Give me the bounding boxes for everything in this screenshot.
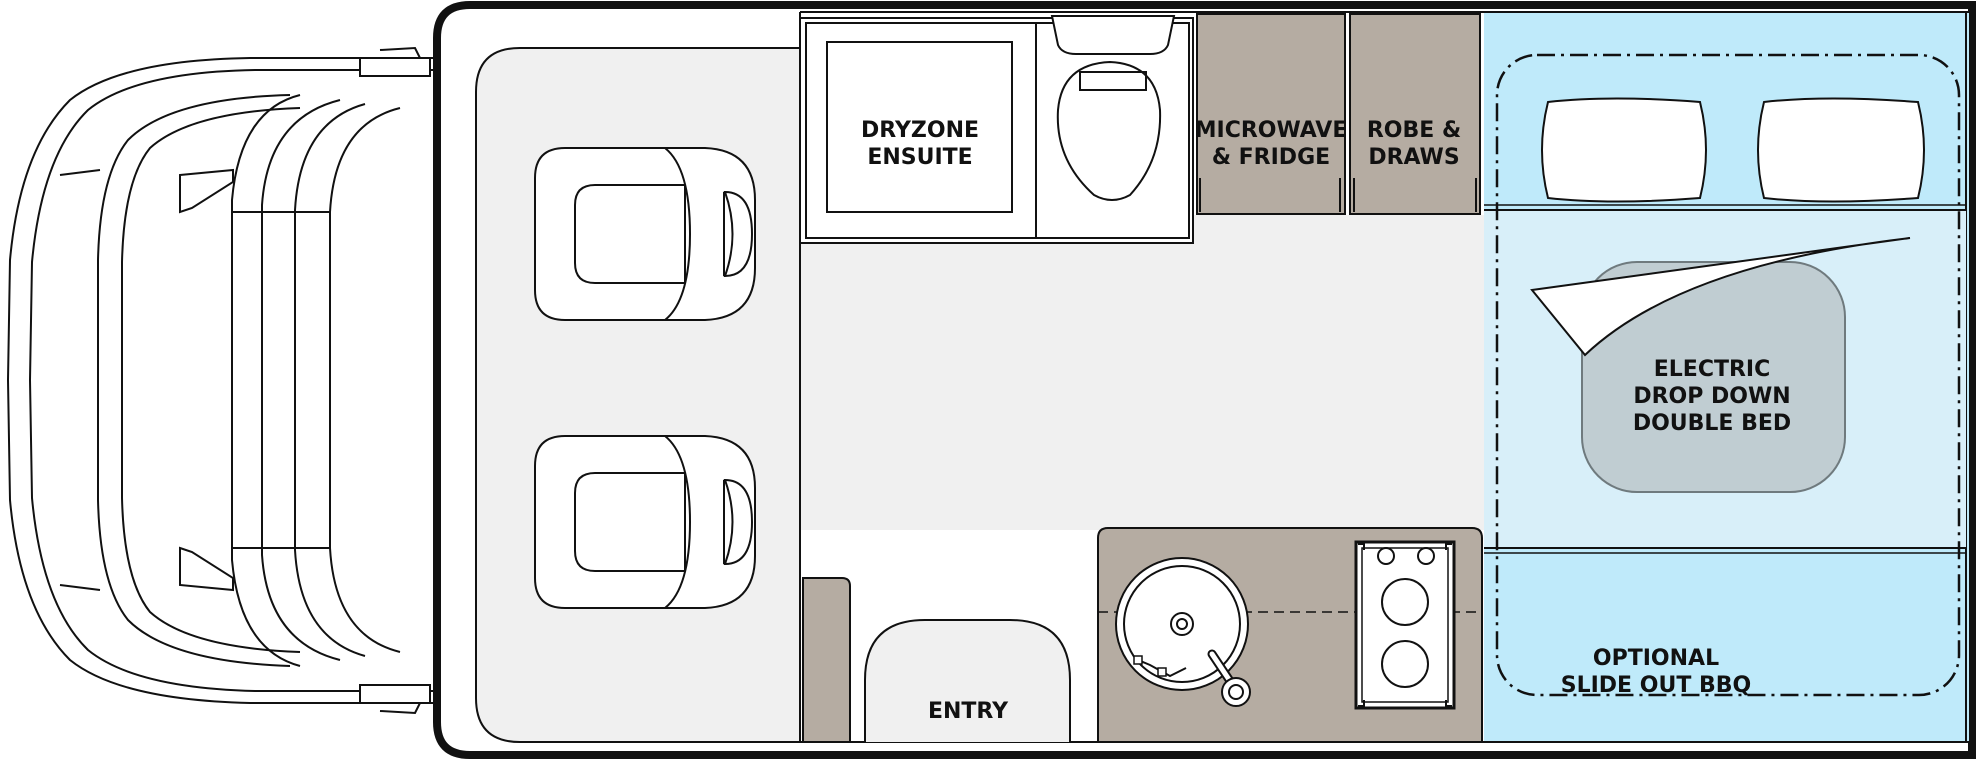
entry-label: ENTRY [928, 699, 1009, 724]
microwave-label-line1: MICROWAVE [1195, 118, 1348, 143]
dryzone-ensuite: DRYZONE ENSUITE [799, 15, 1194, 244]
sink-icon [1115, 557, 1251, 707]
bed-label-line2: DROP DOWN [1633, 384, 1790, 409]
driver-seat [534, 147, 756, 321]
kitchen-bench [1097, 527, 1483, 743]
drop-down-bed [1581, 261, 1846, 493]
dryzone-label-line1: DRYZONE [861, 118, 979, 143]
pillow-right [1757, 97, 1925, 203]
bbq-label-line2: SLIDE OUT BBQ [1561, 673, 1751, 698]
shower-tray [826, 41, 1013, 213]
bed-label-line3: DOUBLE BED [1633, 411, 1791, 436]
robe-draws-cabinet: ROBE & DRAWS [1349, 13, 1481, 215]
vehicle-cab [6, 46, 435, 715]
folded-sheet-icon [1530, 237, 1911, 357]
bed-label-line1: ELECTRIC [1654, 357, 1771, 382]
dryzone-label-line2: ENSUITE [867, 145, 972, 170]
slide-out-outline [1495, 53, 1961, 697]
bed-area: ELECTRIC DROP DOWN DOUBLE BED OPTIONAL S… [1484, 53, 1966, 698]
robe-label-line2: DRAWS [1368, 145, 1459, 170]
entry-cabinet [802, 577, 851, 743]
microwave-fridge-cabinet: MICROWAVE & FRIDGE [1195, 13, 1348, 215]
entry-step [864, 619, 1071, 742]
passenger-seat [534, 435, 756, 609]
microwave-label-line2: & FRIDGE [1212, 145, 1330, 170]
entry-area: ENTRY [802, 577, 1071, 743]
toilet-icon [1050, 15, 1176, 201]
bbq-label-line1: OPTIONAL [1593, 646, 1719, 671]
pillow-left [1541, 97, 1707, 203]
robe-label-line1: ROBE & [1367, 118, 1461, 143]
cooktop-icon [1354, 540, 1456, 710]
